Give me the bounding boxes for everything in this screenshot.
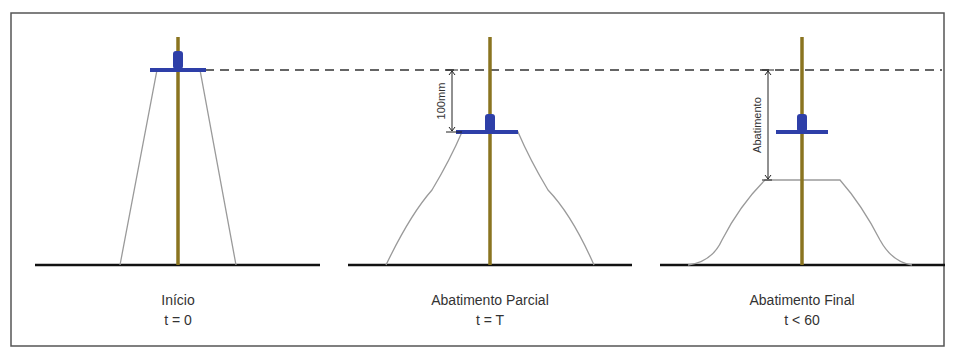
measuring-rods: [178, 37, 802, 265]
dimension-label: 100mm: [435, 83, 447, 120]
frame: [11, 13, 944, 346]
reference-line: [205, 69, 942, 71]
dimension-lines: [446, 70, 774, 180]
stage-time: t = 0: [164, 313, 192, 328]
stage-caption: Abatimento Final: [749, 293, 854, 308]
blue-plates: [150, 51, 828, 134]
stage-caption: Início: [161, 293, 194, 308]
stage-caption: Abatimento Parcial: [431, 293, 549, 308]
stage-time: t < 60: [784, 313, 819, 328]
stage-time: t = T: [476, 313, 504, 328]
dimension-label: Abatimento: [751, 97, 763, 153]
concrete-outlines: [120, 70, 912, 265]
